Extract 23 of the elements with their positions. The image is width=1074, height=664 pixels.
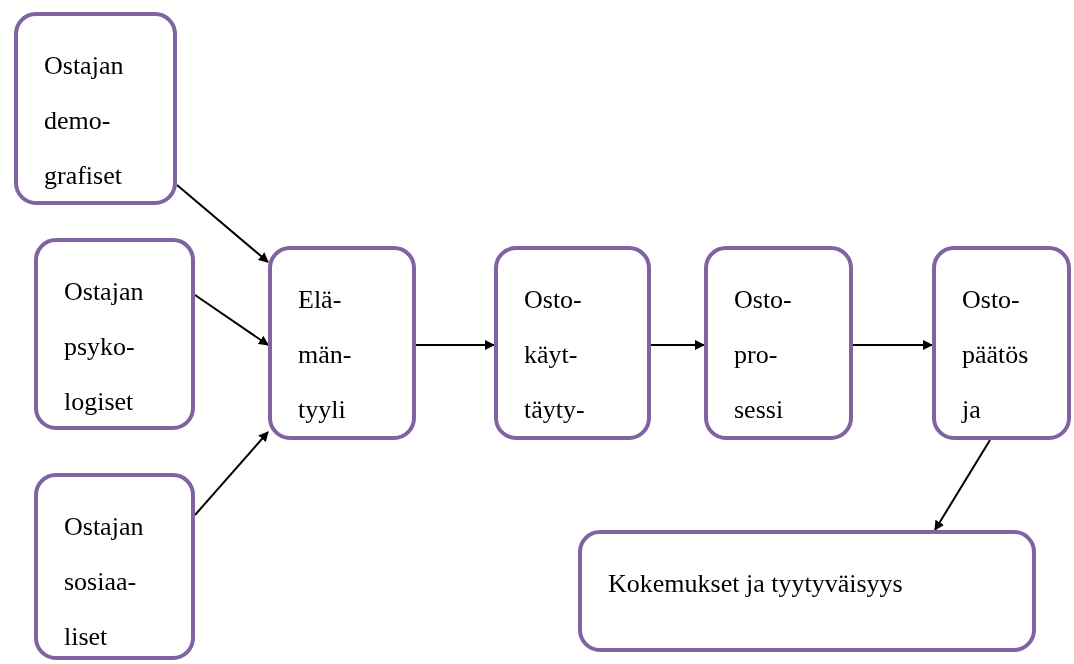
process-box (578, 530, 1036, 652)
arrow (934, 439, 991, 531)
arrow (194, 431, 269, 516)
box-text: Ostajan demo- grafiset (44, 50, 124, 192)
process-box (268, 246, 416, 440)
process-box (14, 12, 177, 205)
arrow (650, 340, 705, 350)
arrow (176, 184, 269, 263)
box-text: Ostajan psyko- logiset (64, 276, 144, 418)
box-text: Osto- pro- sessi (734, 284, 792, 426)
process-box (34, 238, 195, 430)
arrow (194, 294, 269, 346)
process-box (932, 246, 1071, 440)
process-box (494, 246, 651, 440)
arrow (415, 340, 495, 350)
box-text: Osto- päätös ja (962, 284, 1029, 426)
arrow (852, 340, 933, 350)
process-box (704, 246, 853, 440)
box-text: Kokemukset ja tyytyväisyys (608, 568, 904, 600)
process-box (34, 473, 195, 660)
box-text: Ostajan sosiaa- liset (64, 511, 144, 653)
box-text: Osto- käyt- täyty- (524, 284, 585, 426)
box-text: Elä- män- tyyli (298, 284, 352, 426)
